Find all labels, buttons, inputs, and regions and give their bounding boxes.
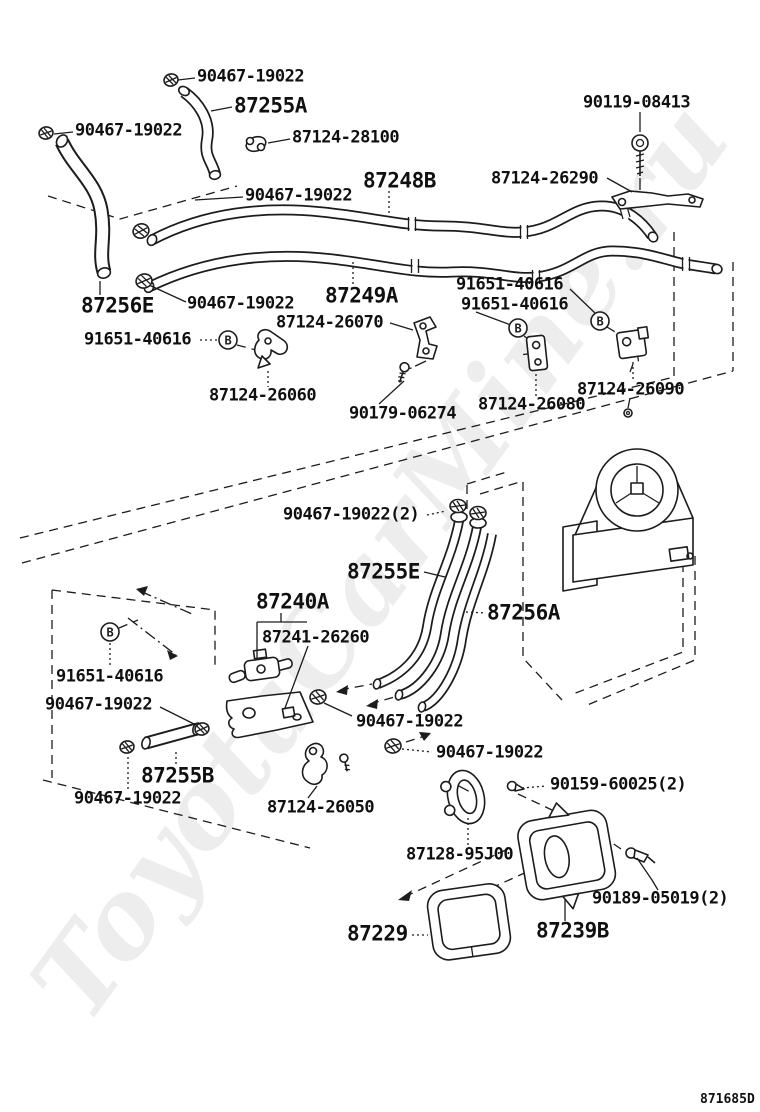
part-label-87255A: 87255A bbox=[234, 93, 307, 118]
part-label-90179-06274: 90179-06274 bbox=[349, 403, 457, 424]
part-label-90467-19022: 90467-19022 bbox=[245, 185, 353, 206]
part-label-91651-40616: 91651-40616 bbox=[84, 329, 192, 350]
hose-87256e bbox=[55, 134, 112, 279]
part-label-90189-05019(2): 90189-05019(2) bbox=[592, 888, 729, 909]
pipes-87255e-87256a bbox=[372, 511, 497, 713]
clamp-icon bbox=[449, 498, 467, 514]
clamp-icon bbox=[38, 126, 54, 140]
part-label-87248B: 87248B bbox=[363, 168, 436, 193]
part-label-87255E: 87255E bbox=[347, 559, 420, 584]
part-label-87240A: 87240A bbox=[256, 589, 329, 614]
svg-text:B: B bbox=[225, 334, 232, 348]
ref-bubble-b: B bbox=[590, 311, 610, 331]
svg-text:B: B bbox=[597, 315, 604, 329]
ref-bubble-b: B bbox=[508, 318, 528, 338]
part-label-87229: 87229 bbox=[347, 921, 408, 946]
part-87124-28100 bbox=[245, 135, 267, 153]
clamp-icon bbox=[309, 689, 327, 705]
part-label-87256A: 87256A bbox=[487, 600, 560, 625]
flange-87128-95j00 bbox=[440, 769, 486, 825]
hose-union-cut bbox=[410, 256, 691, 285]
part-label-90467-19022(2): 90467-19022(2) bbox=[283, 504, 420, 525]
part-label-90119-08413: 90119-08413 bbox=[583, 92, 691, 113]
svg-text:B: B bbox=[107, 626, 114, 640]
water-valve-87241-26260 bbox=[228, 648, 293, 684]
part-label-87256E: 87256E bbox=[81, 293, 154, 318]
part-label-87124-26050: 87124-26050 bbox=[267, 797, 375, 818]
part-label-87124-26070: 87124-26070 bbox=[276, 312, 384, 333]
construction-dashed-lines bbox=[19, 178, 734, 915]
screw-near-hook bbox=[339, 753, 350, 772]
part-label-87124-26290: 87124-26290 bbox=[491, 168, 599, 189]
clamp-icon bbox=[119, 740, 135, 754]
part-label-87124-26060: 87124-26060 bbox=[209, 385, 317, 406]
bracket-87124-26290 bbox=[611, 190, 704, 210]
screw-90119-08413 bbox=[631, 134, 649, 176]
part-label-90467-19022: 90467-19022 bbox=[45, 694, 153, 715]
nut-under-26090 bbox=[623, 408, 633, 418]
part-label-90467-19022: 90467-19022 bbox=[187, 293, 295, 314]
clamp-bracket-87124-26080 bbox=[523, 334, 549, 372]
unit-fitting bbox=[668, 546, 694, 562]
clamp-icon bbox=[163, 73, 179, 87]
part-label-90467-19022: 90467-19022 bbox=[436, 742, 544, 763]
clamp-icon bbox=[384, 738, 402, 754]
hose-87249a bbox=[143, 245, 723, 294]
clamp-bracket-87124-26090 bbox=[615, 325, 650, 362]
leader-lines bbox=[53, 77, 659, 936]
part-label-90467-19022: 90467-19022 bbox=[74, 788, 182, 809]
hose-clamps bbox=[38, 73, 487, 754]
hook-87124-26050 bbox=[301, 742, 328, 785]
hose-87255a bbox=[177, 85, 222, 181]
part-label-87239B: 87239B bbox=[536, 918, 609, 943]
part-label-91651-40616: 91651-40616 bbox=[56, 666, 164, 687]
part-label-91651-40616: 91651-40616 bbox=[456, 274, 564, 295]
ref-bubble-b: B bbox=[100, 622, 120, 642]
part-label-87241-26260: 87241-26260 bbox=[262, 627, 370, 648]
screw-90179-06274 bbox=[397, 361, 410, 383]
part-label-87128-95J00: 87128-95J00 bbox=[406, 844, 514, 865]
part-label-87124-26090: 87124-26090 bbox=[577, 379, 685, 400]
part-label-90467-19022: 90467-19022 bbox=[75, 120, 183, 141]
blower-unit bbox=[562, 448, 694, 592]
clamp-icon bbox=[132, 223, 150, 239]
part-label-90467-19022: 90467-19022 bbox=[356, 711, 464, 732]
clamp-bracket-87124-26070 bbox=[413, 316, 438, 360]
hose-87255b bbox=[141, 722, 202, 750]
part-label-871685D: 871685D bbox=[700, 1092, 755, 1108]
clamp-icon bbox=[469, 505, 487, 521]
ref-bubbles: B B B B bbox=[100, 311, 610, 642]
part-label-91651-40616: 91651-40616 bbox=[461, 294, 569, 315]
part-label-87255B: 87255B bbox=[141, 763, 214, 788]
seal-87229 bbox=[426, 883, 512, 961]
register-87239b bbox=[517, 802, 617, 910]
part-label-87124-26080: 87124-26080 bbox=[478, 394, 586, 415]
part-label-87124-28100: 87124-28100 bbox=[292, 127, 400, 148]
pin-90159-60025 bbox=[506, 780, 525, 792]
part-label-87249A: 87249A bbox=[325, 283, 398, 308]
clamp-icon bbox=[194, 722, 210, 736]
part-label-90467-19022: 90467-19022 bbox=[197, 66, 305, 87]
ref-bubble-b: B bbox=[218, 330, 238, 350]
part-label-90159-60025(2): 90159-60025(2) bbox=[550, 774, 687, 795]
clamp-icon bbox=[135, 273, 153, 289]
valve-mounting-plate bbox=[225, 691, 314, 739]
svg-text:B: B bbox=[515, 322, 522, 336]
clamp-bracket-87124-26060 bbox=[253, 328, 289, 369]
